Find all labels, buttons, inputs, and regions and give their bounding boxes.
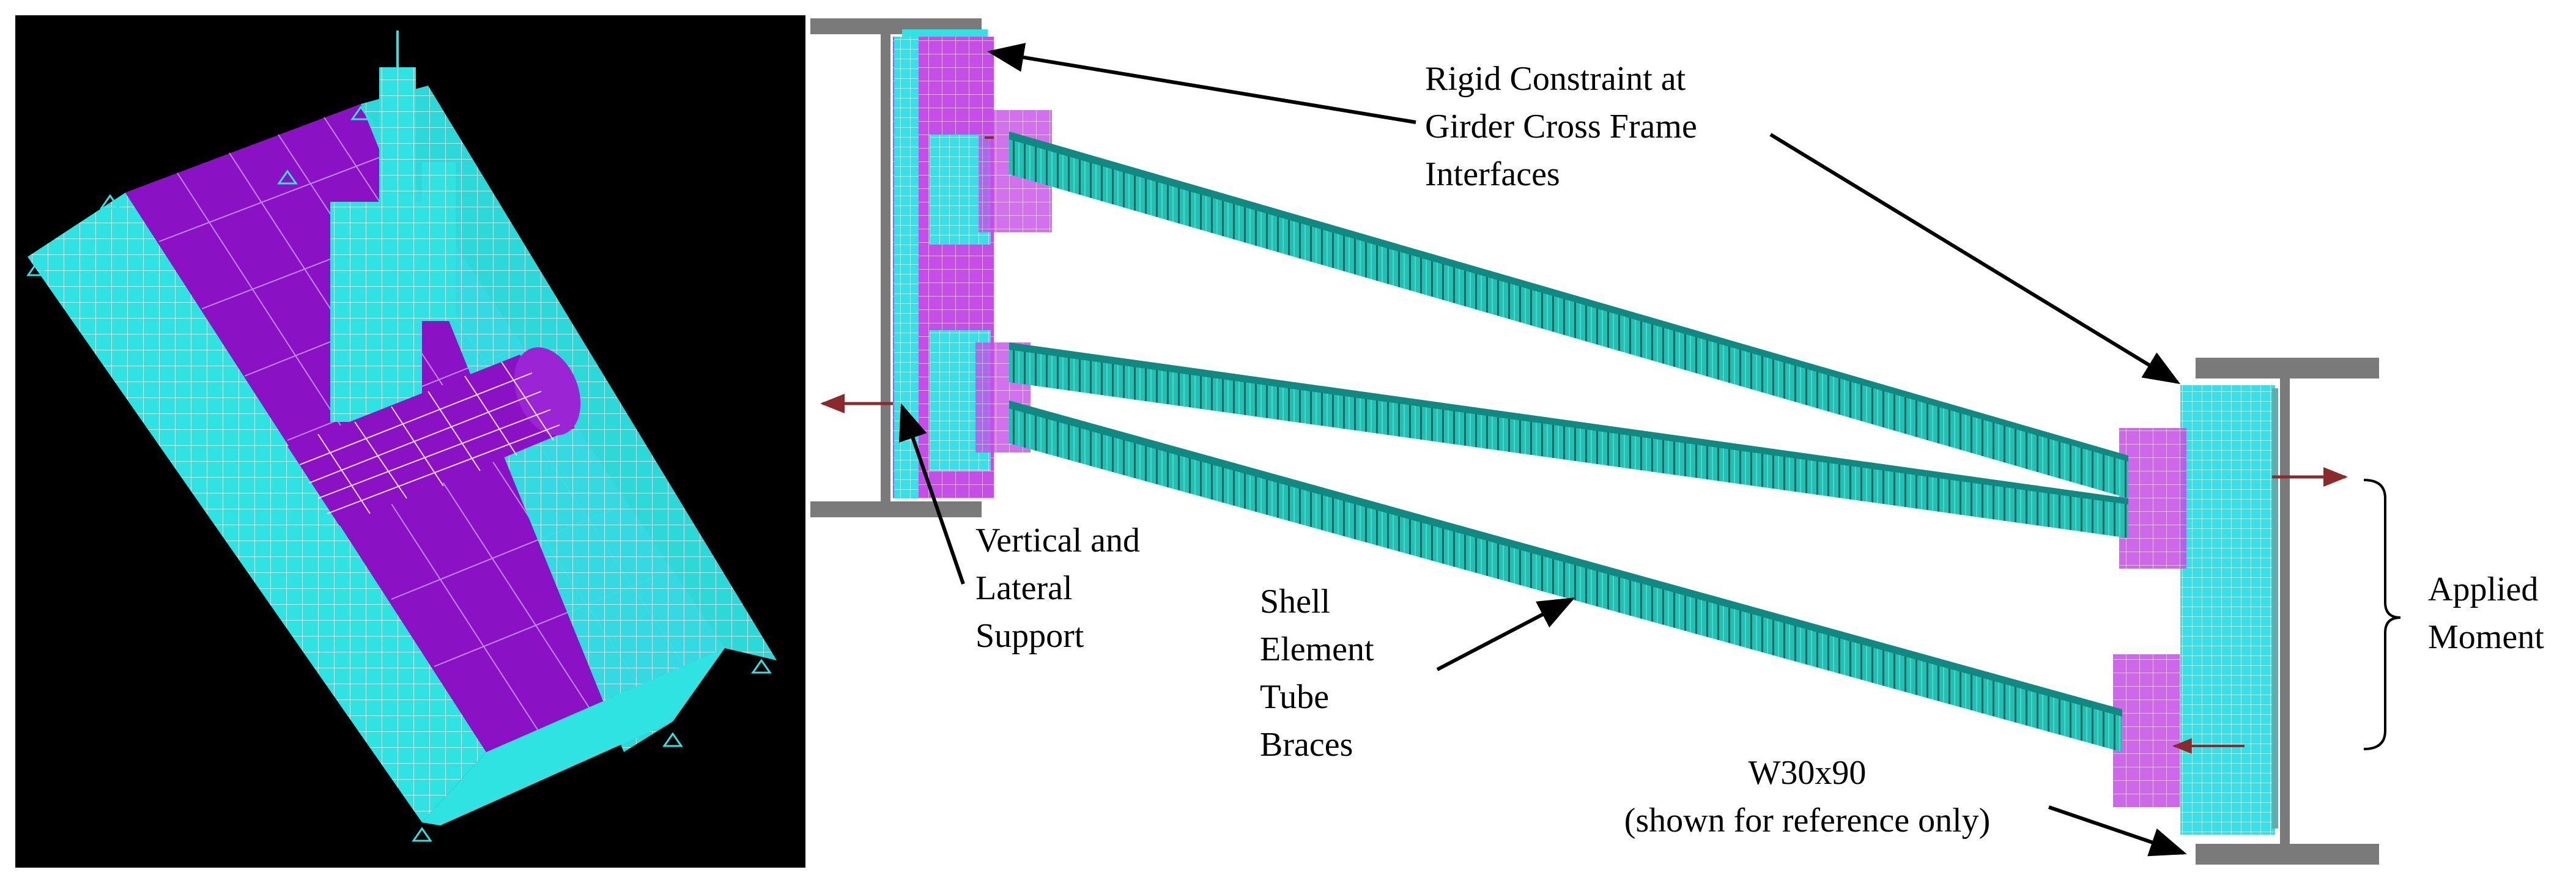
rigid-constraint-line-2: Girder Cross Frame — [1425, 108, 1697, 146]
shell-element-label: Shell Element Tube Braces — [1260, 578, 1374, 769]
shell-element-callout-arrow — [1436, 597, 1575, 671]
support-line-3: Support — [975, 617, 1084, 655]
cyan-flange-left — [28, 193, 486, 822]
shell-line-3: Tube — [1260, 678, 1330, 716]
rigid-constraint-line-1: Rigid Constraint at — [1425, 60, 1686, 98]
tube-brace-bottom — [1009, 401, 2122, 752]
vertical-connection-plate-2 — [422, 162, 456, 321]
w-section-label: W30x90 (shown for reference only) — [1578, 749, 2037, 844]
left-rigid-ticks — [902, 29, 988, 37]
right-connection-panel — [2180, 385, 2275, 835]
applied-moment-bracket — [2363, 479, 2401, 750]
vertical-connection-plate — [379, 67, 416, 251]
cross-frame-diagram — [810, 18, 2401, 865]
applied-moment-label: Applied Moment — [2428, 566, 2544, 661]
applied-moment-line-1: Applied — [2428, 570, 2539, 608]
support-symbols — [26, 105, 772, 842]
rigid-constraint-label: Rigid Constraint at Girder Cross Frame I… — [1425, 55, 1697, 198]
right-rigid-ticks — [2272, 388, 2278, 829]
vertical-lateral-support-label: Vertical and Lateral Support — [975, 517, 1140, 660]
tube-cylinder — [287, 347, 581, 526]
left-stiffener-strip — [894, 37, 919, 498]
w-section-callout-arrow — [2048, 805, 2187, 857]
applied-moment-line-2: Moment — [2428, 618, 2544, 656]
right-upper-gusset — [2119, 428, 2186, 569]
fe-model-3d-view — [15, 15, 805, 868]
tube-brace-middle — [1009, 342, 2128, 538]
support-callout-arrow — [898, 403, 965, 585]
w-section-line-1: W30x90 — [1748, 754, 1867, 792]
shell-line-1: Shell — [1260, 583, 1331, 621]
rigid-constraint-arrow-right — [1769, 133, 2181, 385]
right-lower-gusset — [2113, 654, 2180, 807]
rigid-constraint-line-3: Interfaces — [1425, 155, 1560, 193]
w-section-line-2: (shown for reference only) — [1624, 802, 1991, 840]
right-girder — [2196, 358, 2379, 865]
cyan-bottom-strip — [422, 648, 725, 825]
rigid-constraint-arrow-left — [987, 43, 1416, 124]
support-line-2: Lateral — [975, 569, 1073, 607]
tube-brace-top — [1009, 131, 2128, 498]
support-line-1: Vertical and — [975, 522, 1140, 559]
shell-line-4: Braces — [1260, 726, 1353, 764]
shell-line-2: Element — [1260, 630, 1374, 668]
